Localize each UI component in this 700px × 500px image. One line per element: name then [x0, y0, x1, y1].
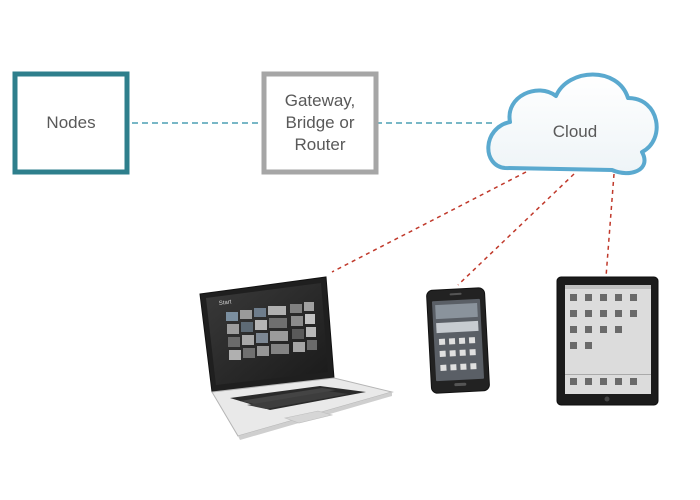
cloud-shape [486, 72, 659, 176]
cloud-label: Cloud [552, 122, 598, 141]
smartphone-device [426, 287, 490, 394]
laptop-trackpad [283, 410, 334, 424]
nodes-box [12, 71, 130, 175]
laptop-device: Start [199, 276, 394, 440]
connector-cloud-laptop [331, 171, 527, 273]
tablet-device [556, 276, 659, 406]
gateway-box [261, 71, 379, 175]
nodes-label: Nodes [46, 113, 96, 132]
tablet-home-button [604, 396, 610, 402]
laptop-screen-tiles [226, 302, 317, 360]
laptop-screen-title: Start [219, 299, 233, 307]
connector-cloud-tablet [605, 173, 615, 278]
connector-cloud-phone [457, 173, 575, 286]
laptop-keyboard [230, 386, 366, 410]
gateway-label: Gateway, Bridge or Router [284, 91, 356, 154]
